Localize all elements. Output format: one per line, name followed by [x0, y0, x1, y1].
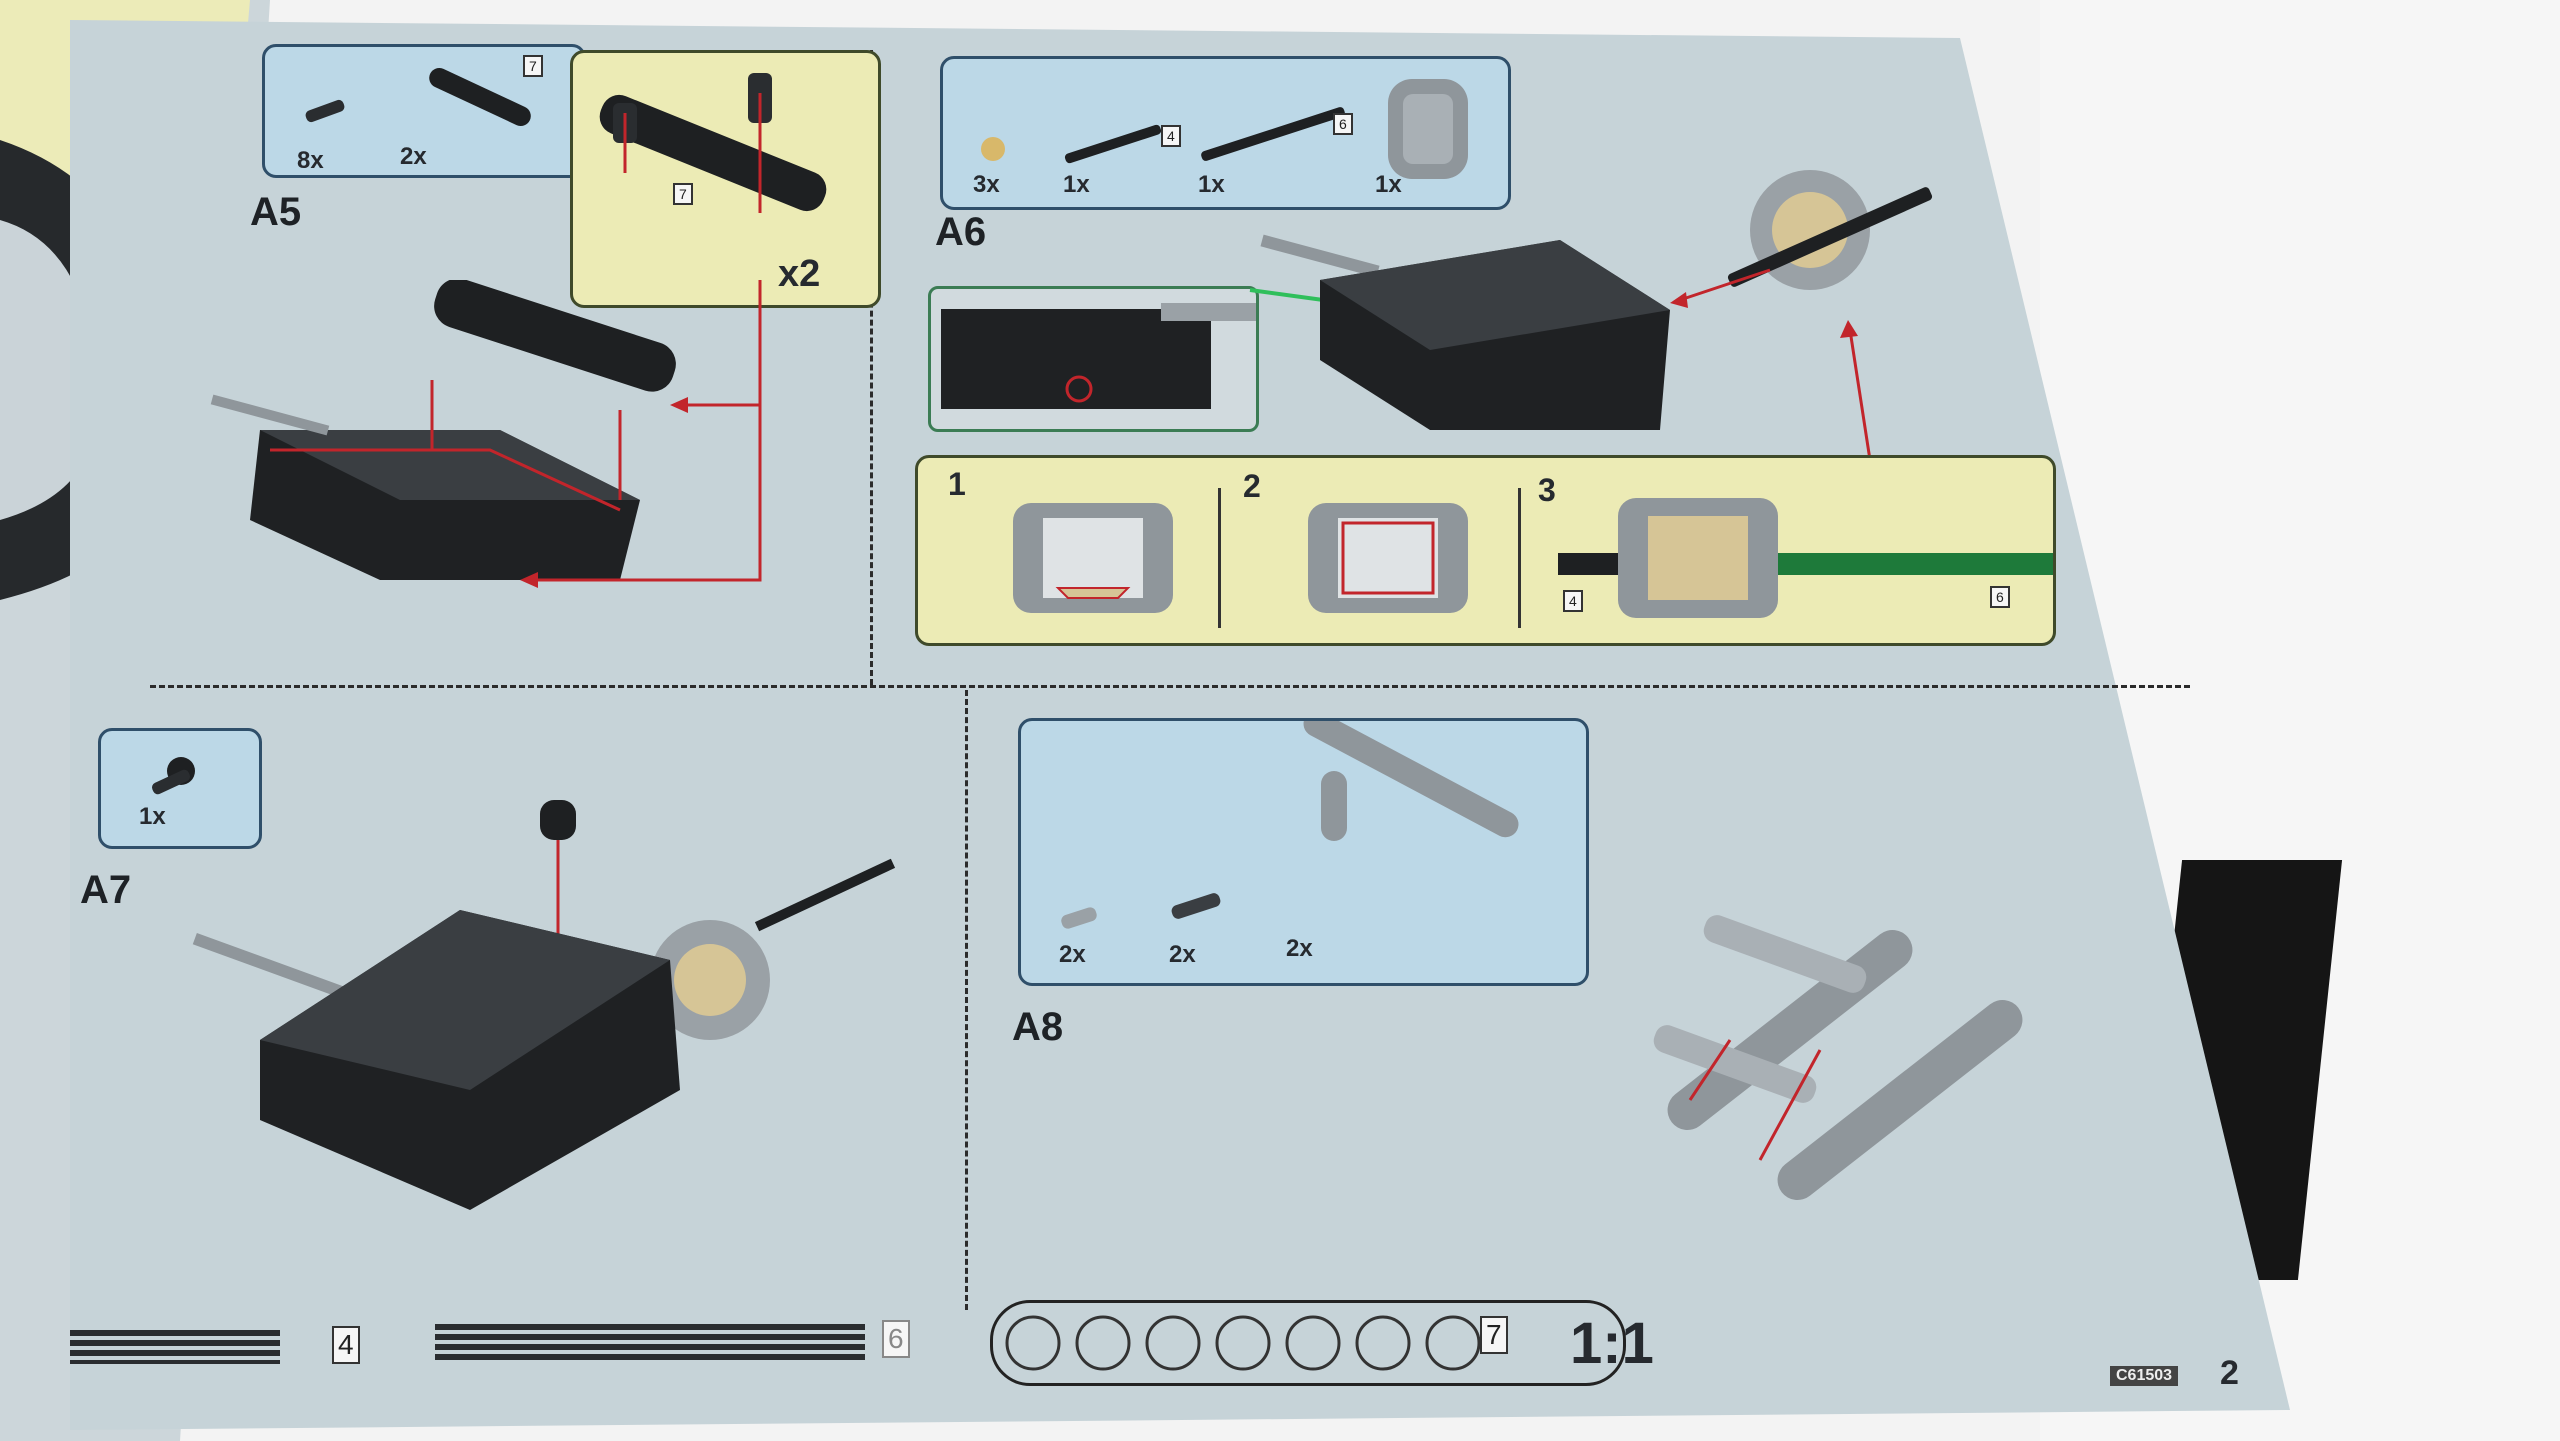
a6-main-assembly-illustration — [1249, 170, 1933, 460]
footer-box-7: 7 — [1480, 1316, 1508, 1354]
a6-substep-3-number: 3 — [1538, 472, 1556, 508]
a6-axle-4-length-box: 4 — [1161, 125, 1181, 147]
a8-part-count-beam: 2x — [1286, 935, 1313, 962]
a6-detail-callout — [928, 286, 1259, 432]
a6-substep-3-axle-6-box: 6 — [1990, 586, 2010, 608]
a8-main-assembly-illustration — [1653, 915, 2023, 1201]
a6-axle-6-length-box: 6 — [1333, 113, 1353, 135]
a8-parts-illustration — [1061, 721, 1519, 929]
footer-axle-4-graphic — [70, 1330, 280, 1364]
a7-parts-panel: 1x — [98, 728, 262, 849]
a6-parts-panel: 3x 1x 4 1x 6 1x — [940, 56, 1511, 210]
a5-part-count-pin: 8x — [297, 147, 324, 174]
a6-part-count-axle-4: 1x — [1063, 171, 1090, 198]
a6-part-count-axle-6: 1x — [1198, 171, 1225, 198]
a6-substeps-illustration — [1013, 498, 2053, 618]
a6-substep-1-number: 1 — [948, 466, 966, 502]
footer-scale-label: 1:1 — [1570, 1311, 1654, 1376]
a6-substeps-panel: 1 2 3 4 6 — [915, 455, 2056, 646]
a5-parts-illustration — [305, 67, 531, 127]
a6-substep-3-axle-4-box: 4 — [1563, 590, 1583, 612]
a5-subassembly-panel: 7 x2 — [570, 50, 881, 308]
a7-main-assembly-illustration — [192, 800, 896, 1210]
a8-parts-panel: 2x 2x 2x — [1018, 718, 1589, 986]
a8-part-count-pin-dark: 2x — [1169, 941, 1196, 968]
a6-detail-illustration — [941, 303, 1256, 409]
a6-substep-divider-2 — [1518, 488, 1521, 628]
divider-a5-a6 — [870, 50, 873, 685]
footer-axle-6-graphic — [435, 1324, 865, 1360]
a5-part-count-beam: 2x — [400, 143, 427, 170]
a8-part-count-pin-gray: 2x — [1059, 941, 1086, 968]
a5-part-length-box: 7 — [523, 55, 543, 77]
a6-step-label: A6 — [935, 210, 987, 254]
a6-part-count-differential: 1x — [1375, 171, 1402, 198]
footer-beam-ruler — [990, 1300, 1626, 1386]
a6-part-count-gear: 3x — [973, 171, 1000, 198]
footer-beam-holes — [1005, 1315, 1481, 1371]
footer-page-number: 2 — [2220, 1354, 2239, 1392]
a5-parts-panel: 8x 2x 7 — [262, 44, 586, 178]
footer-bar: 4 6 7 1:1 C61503 2 — [70, 1280, 2270, 1420]
a6-substep-divider-1 — [1218, 488, 1221, 628]
a5-subassembly-length-box: 7 — [673, 183, 693, 205]
a5-main-assembly-illustration — [210, 280, 762, 588]
divider-a7-a8 — [965, 690, 968, 1310]
a5-multiplier: x2 — [778, 253, 821, 295]
footer-box-6: 6 — [882, 1320, 910, 1358]
a7-parts-illustration — [151, 757, 195, 795]
divider-horizontal — [150, 685, 2190, 688]
a6-substep-2-number: 2 — [1243, 468, 1261, 504]
a7-step-label: A7 — [80, 868, 132, 912]
a5-subassembly-illustration — [599, 73, 827, 213]
a6-parts-illustration — [981, 79, 1468, 179]
a5-step-label: A5 — [250, 190, 302, 234]
footer-page-code: C61503 — [2110, 1366, 2179, 1386]
a7-part-count: 1x — [139, 803, 166, 830]
footer-box-4: 4 — [332, 1326, 360, 1364]
a8-step-label: A8 — [1012, 1005, 1064, 1049]
